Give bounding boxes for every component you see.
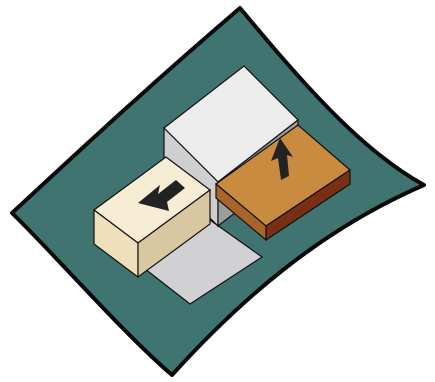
- isometric-blocks-diagram: [0, 0, 435, 382]
- diagram-canvas: [0, 0, 435, 382]
